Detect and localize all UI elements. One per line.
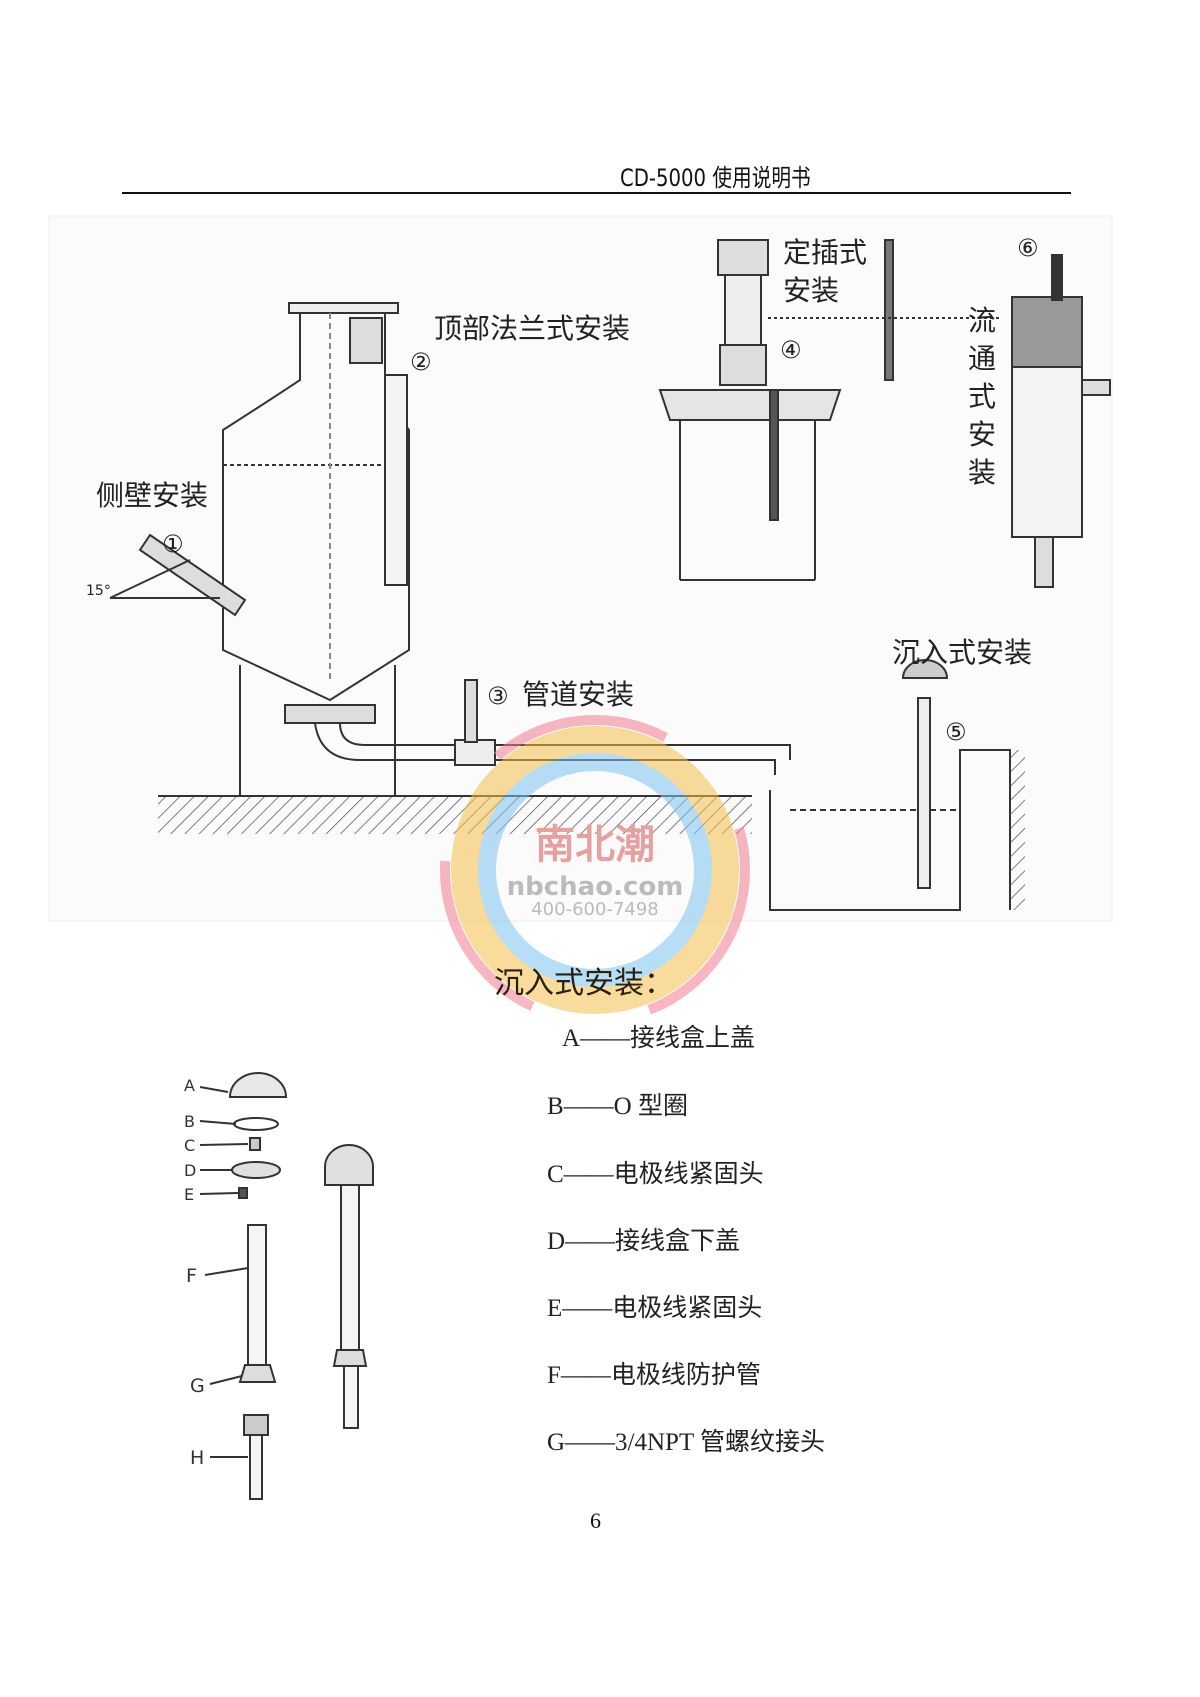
part-item-f: F——电极线防护管 <box>547 1362 761 1389</box>
part-letter-b: B <box>184 1112 195 1131</box>
fixed-insert-drawing <box>658 239 1000 581</box>
label-flow-through-4: 安 <box>968 418 996 451</box>
label-fixed-insert-1: 定插式 <box>783 236 867 269</box>
header-rule <box>122 192 1071 194</box>
part-item-c: C——电极线紧固头 <box>547 1161 764 1188</box>
part-item-b: B——O 型圈 <box>547 1093 688 1120</box>
parts-drawing <box>199 1072 374 1500</box>
angle-label: 15° <box>86 583 111 599</box>
part-letter-f: F <box>186 1265 197 1287</box>
label-submerged: 沉入式安装 <box>892 636 1032 669</box>
part-letter-c: C <box>184 1136 195 1155</box>
label-flow-through-3: 式 <box>968 380 996 413</box>
number-6: ⑥ <box>1017 234 1039 262</box>
number-5: ⑤ <box>945 718 967 746</box>
page-number: 6 <box>590 1508 601 1533</box>
section-heading: 沉入式安装： <box>494 966 674 1001</box>
number-4: ④ <box>780 336 802 364</box>
part-letter-g: G <box>190 1375 205 1397</box>
label-side-wall: 侧壁安装 <box>96 479 208 512</box>
part-item-d: D——接线盒下盖 <box>547 1228 741 1255</box>
label-flow-through-1: 流 <box>968 304 996 337</box>
part-item-a: A——接线盒上盖 <box>562 1025 756 1052</box>
watermark-site: nbchao.com <box>507 872 684 902</box>
number-3: ③ <box>487 682 509 710</box>
part-letter-e: E <box>184 1185 194 1204</box>
number-2: ② <box>410 348 432 376</box>
part-letter-d: D <box>184 1161 196 1180</box>
label-top-flange: 顶部法兰式安装 <box>434 312 630 345</box>
running-header: CD-5000 使用说明书 <box>620 164 811 192</box>
part-item-e: E——电极线紧固头 <box>547 1295 763 1322</box>
flow-through-drawing <box>1011 254 1111 588</box>
watermark-logo-text: 南北潮 <box>535 822 655 868</box>
submerged-drawing <box>769 659 1025 911</box>
label-flow-through-5: 装 <box>968 456 996 489</box>
label-pipeline: 管道安装 <box>522 678 634 711</box>
label-fixed-insert-2: 安装 <box>783 274 839 307</box>
tank-drawing <box>109 302 791 796</box>
part-item-g: G——3/4NPT 管螺纹接头 <box>547 1429 826 1456</box>
watermark-logo <box>440 715 750 1025</box>
label-flow-through-2: 通 <box>968 342 996 375</box>
part-letter-a: A <box>184 1076 195 1095</box>
number-1: ① <box>162 530 184 558</box>
part-letter-h: H <box>190 1447 204 1469</box>
ground-hatch <box>158 796 752 834</box>
watermark-phone: 400-600-7498 <box>531 899 659 920</box>
